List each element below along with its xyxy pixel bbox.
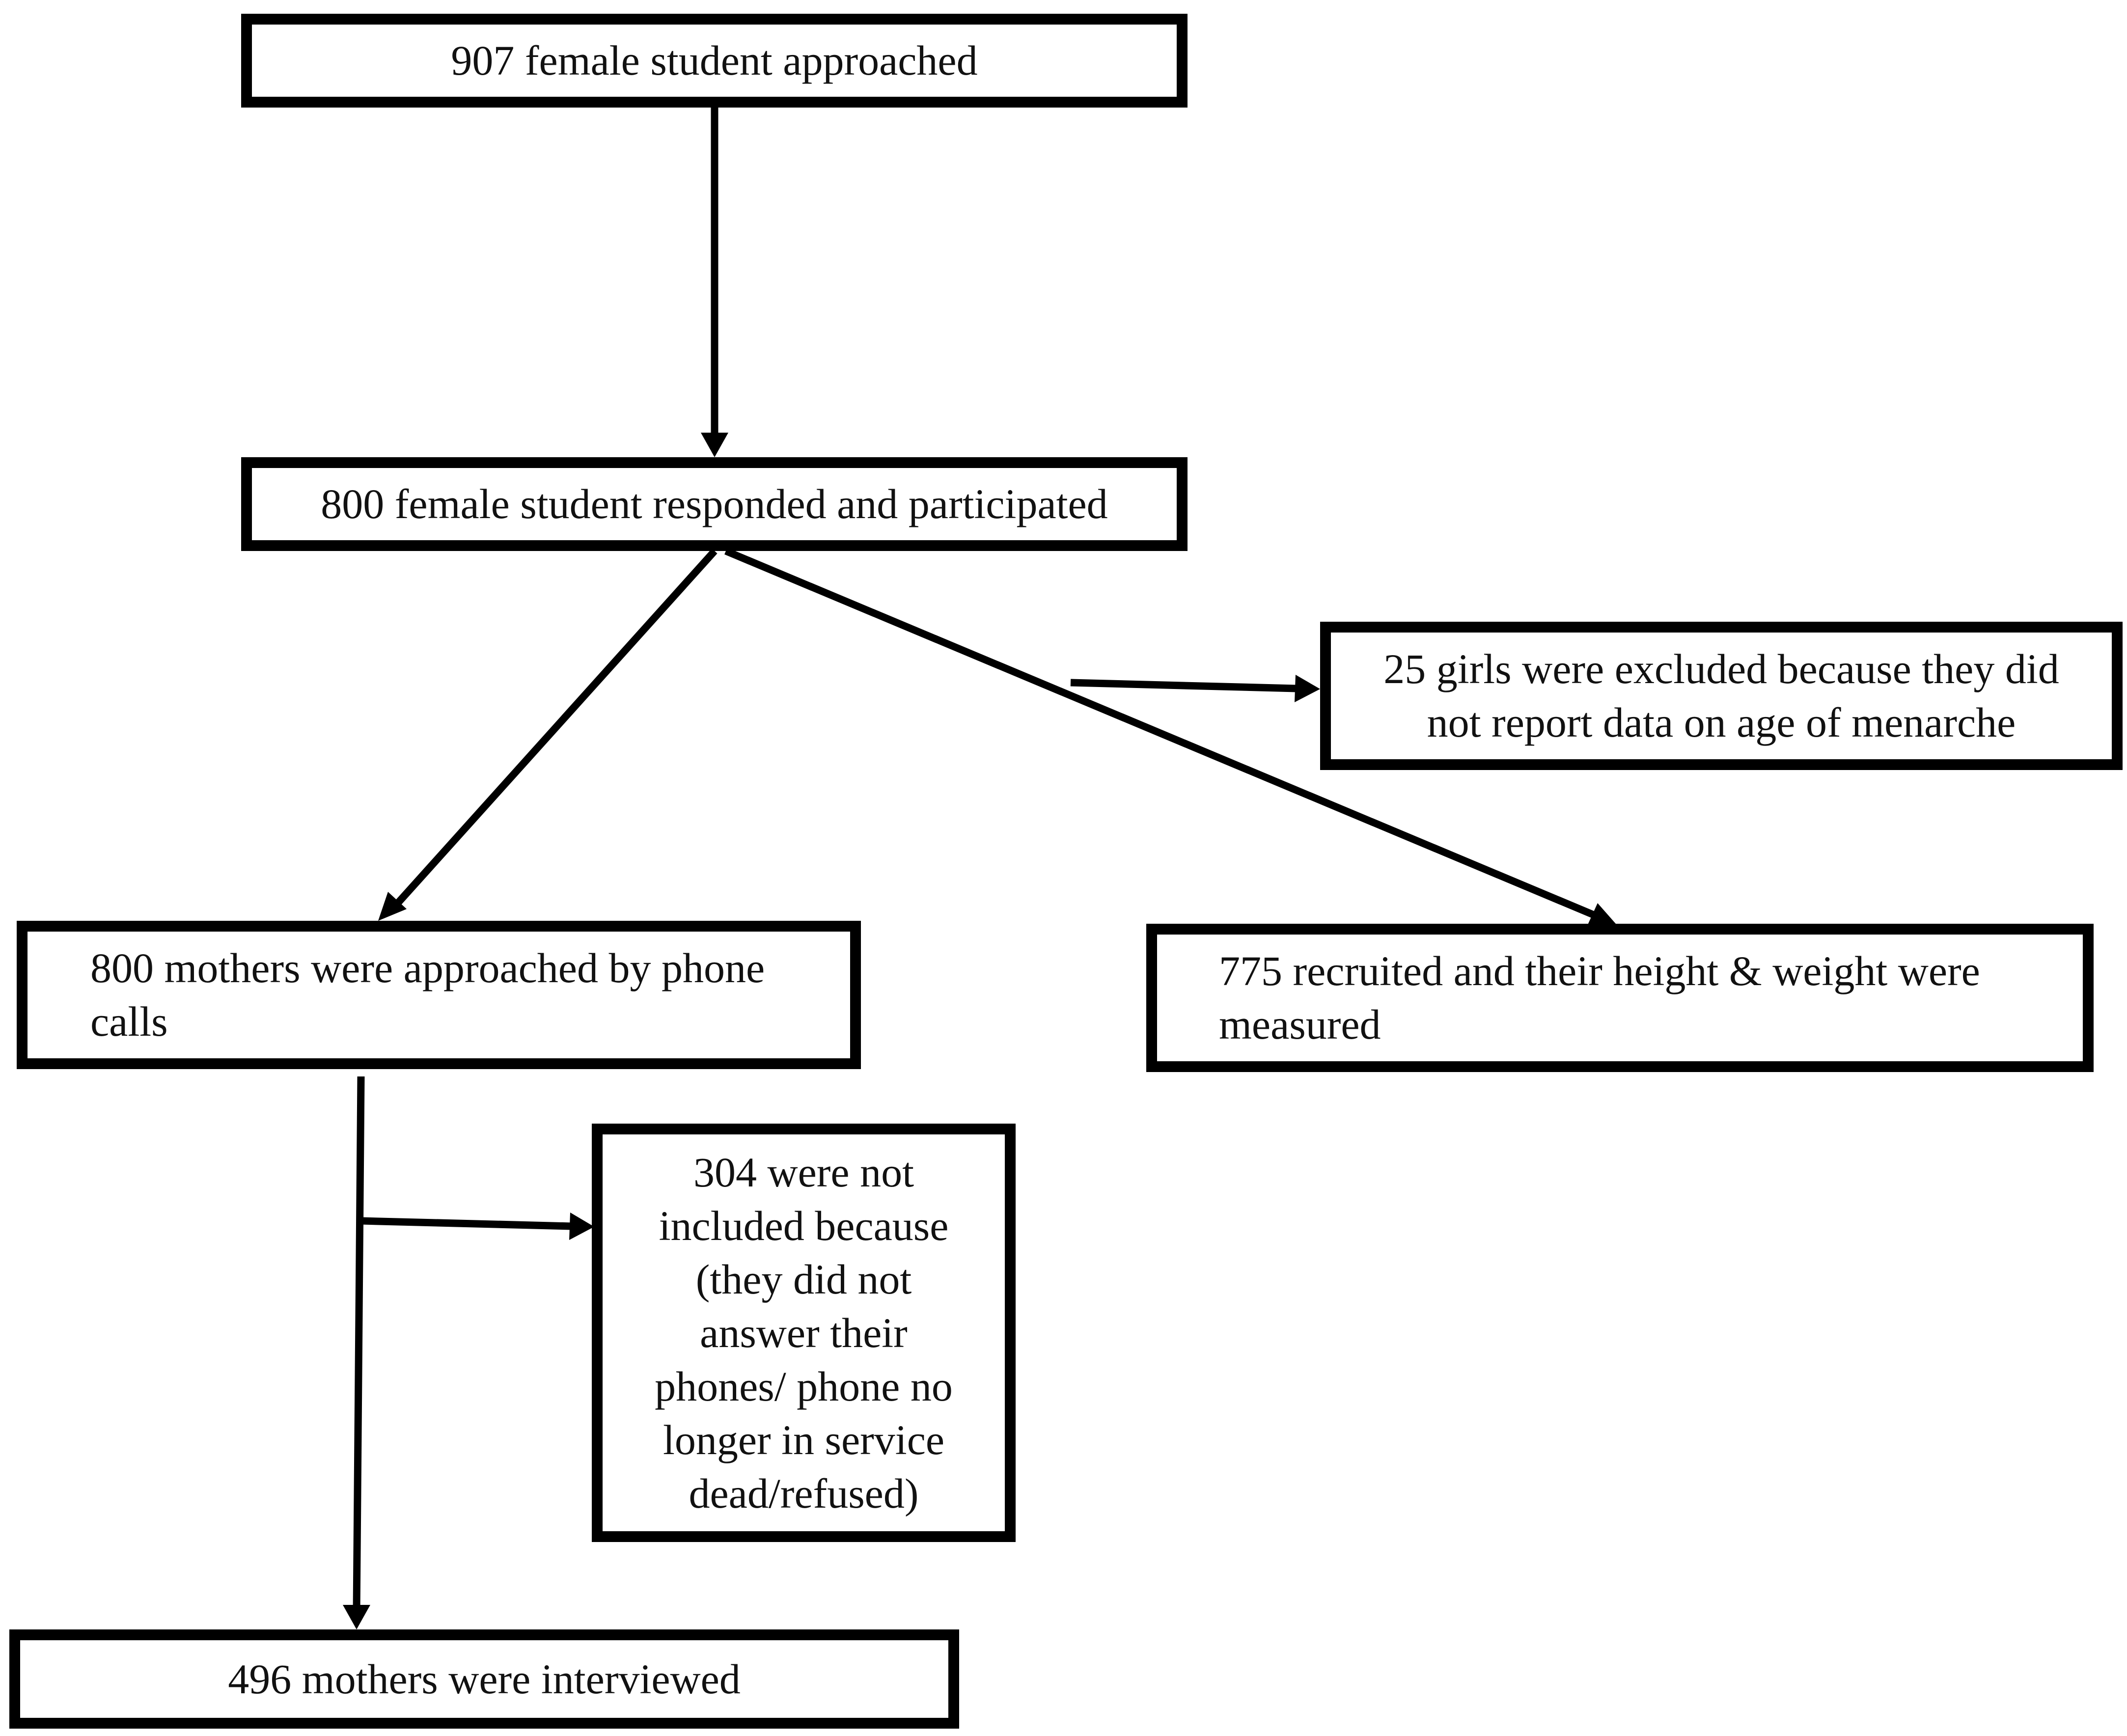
arrowhead-to-excluded (1295, 675, 1320, 702)
arrowhead-to-interviewed (343, 1605, 370, 1629)
box-girls-excluded: 25 girls were excluded because they did … (1320, 622, 2123, 770)
box-mothers-approached: 800 mothers were approached by phone cal… (17, 921, 861, 1069)
box-text-line: 775 recruited and their height & weight … (1219, 947, 1980, 994)
box-text-line: 496 mothers were interviewed (228, 1655, 741, 1703)
box-text-line: 800 mothers were approached by phone (90, 944, 765, 992)
arrow-to-excluded (1070, 679, 1297, 692)
box-students-participated: 800 female student responded and partici… (241, 457, 1188, 551)
box-text-line: (they did not (695, 1255, 912, 1303)
box-text-line: measured (1219, 1001, 1381, 1048)
box-text-line: phones/ phone no (655, 1362, 953, 1410)
arrowhead-to-not-included (569, 1212, 594, 1240)
box-text-line: 25 girls were excluded because they did (1383, 645, 2059, 692)
box-recruited-measured: 775 recruited and their height & weight … (1146, 924, 2094, 1072)
box-text-line: not report data on age of menarche (1427, 699, 2016, 746)
arrowhead-to-participated (701, 433, 728, 457)
box-text-line: calls (90, 998, 168, 1045)
box-text-line: 907 female student approached (451, 37, 978, 84)
box-text-line: longer in service (663, 1416, 945, 1463)
arrowhead-to-measured (1587, 903, 1616, 926)
box-text-line: 304 were not (693, 1148, 914, 1196)
arrow-participated-to-measured (724, 548, 1598, 919)
arrowhead-to-mothers (378, 892, 407, 921)
box-mothers-interviewed: 496 mothers were interviewed (9, 1629, 959, 1729)
box-text-line: included because (659, 1202, 949, 1249)
arrow-mothers-to-interviewed (353, 1076, 365, 1612)
box-text-line: dead/refused) (689, 1469, 919, 1517)
box-text-line: answer their (700, 1309, 908, 1356)
box-students-approached: 907 female student approached (241, 14, 1188, 108)
box-text-line: 800 female student responded and partici… (321, 480, 1108, 527)
box-mothers-not-included: 304 were not included because (they did … (592, 1124, 1016, 1542)
arrow-participated-to-mothers (390, 548, 718, 911)
arrow-to-not-included (360, 1217, 573, 1230)
